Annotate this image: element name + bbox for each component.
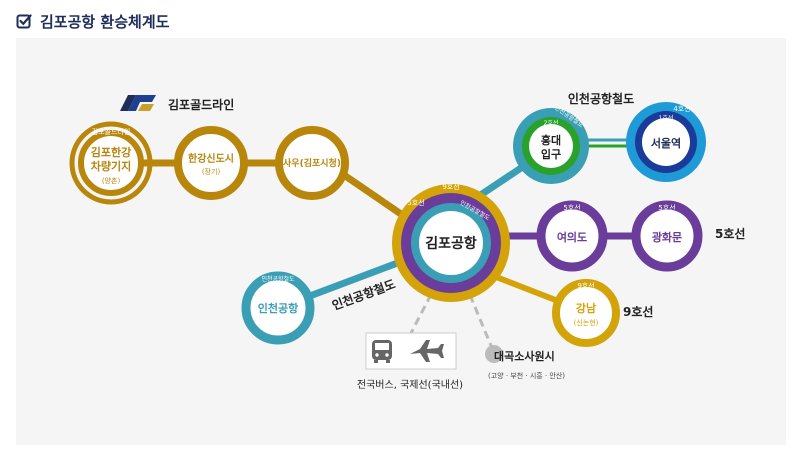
airport-rail-top-label: 인천공항철도 xyxy=(568,91,634,106)
station-daegok[interactable]: 대곡소사원시 (고양 · 부천 · 시흥 · 안산) xyxy=(485,345,565,380)
gimpo-ring-line9: 9호선 xyxy=(442,182,459,191)
seoul-ring-line1: 1호선 xyxy=(659,114,674,122)
gangnam-name: 강남 xyxy=(576,301,596,315)
gimpo-ring-line5: 5호선 xyxy=(407,198,424,207)
incheon-name: 인천공항 xyxy=(258,301,298,315)
bus-icon xyxy=(372,340,392,363)
station-seoul[interactable]: 4호선 1호선 서울역 xyxy=(626,102,706,182)
gangnam-line-label: 9호선 xyxy=(577,281,594,290)
yeouido-line-label: 5호선 xyxy=(563,203,580,212)
station-incheon-airport[interactable]: 인천공항철도 인천공항 xyxy=(241,271,315,345)
station-yangchon-line-label: 김포골드라인 xyxy=(92,127,131,136)
station-gimpo-airport[interactable]: 9호선 5호선 인천공항철도 김포공항 xyxy=(392,182,510,302)
hongdae-name-1: 홍대 xyxy=(541,133,561,147)
incheon-line-label: 인천공항철도 xyxy=(261,275,295,283)
station-janggi-sub: (장기) xyxy=(202,167,221,176)
gold-line-logo-label: 김포골드라인 xyxy=(168,97,234,112)
daegok-name: 대곡소사원시 xyxy=(494,349,555,363)
bus-caption: 전국버스, 국제선(국내선) xyxy=(357,379,463,391)
station-gangnam[interactable]: 9호선 강남 (신논현) xyxy=(552,279,620,347)
station-yangchon-name-1: 김포한강 xyxy=(91,145,131,159)
station-yeouido[interactable]: 5호선 여의도 xyxy=(536,200,608,272)
station-hongdae[interactable]: 인천공항철도 2호선 홍대 입구 xyxy=(513,104,589,184)
line9-right-label: 9호선 xyxy=(623,304,653,319)
seoul-name: 서울역 xyxy=(651,136,681,150)
gimpo-name: 김포공항 xyxy=(425,235,477,252)
daegok-sub: (고양 · 부천 · 시흥 · 안산) xyxy=(488,371,565,380)
station-sau-name: 사우(김포시청) xyxy=(283,157,341,169)
station-sau[interactable]: 사우(김포시청) xyxy=(275,126,349,200)
transport-box xyxy=(365,332,457,370)
gwanghwamun-name: 광화문 xyxy=(652,230,682,244)
gangnam-sub: (신논현) xyxy=(574,318,599,327)
hongdae-name-2: 입구 xyxy=(541,148,561,161)
station-yangchon[interactable]: 김포골드라인 김포한강 차량기지 (양촌) xyxy=(69,121,153,205)
seoul-ring-line4: 4호선 xyxy=(673,104,690,113)
page-title: 김포공항 환승체계도 xyxy=(40,12,170,31)
hongdae-ring-line2: 2호선 xyxy=(544,119,559,127)
checkbox-icon xyxy=(16,14,32,29)
transfer-diagram: 김포골드라인 김포골드라인 김포한강 차량기지 (양촌) 한강신도시 (장기) … xyxy=(69,91,745,391)
station-janggi-name: 한강신도시 xyxy=(188,152,234,165)
station-yangchon-sub: (양촌) xyxy=(102,176,121,185)
station-janggi[interactable]: 한강신도시 (장기) xyxy=(174,126,248,200)
gold-line-logo-icon xyxy=(120,95,156,111)
line5-right-label: 5호선 xyxy=(715,226,745,241)
station-yangchon-name-2: 차량기지 xyxy=(91,159,131,173)
yeouido-name: 여의도 xyxy=(557,230,587,244)
gwanghwamun-line-label: 5호선 xyxy=(658,203,675,212)
airplane-icon xyxy=(410,340,444,362)
page-header: 김포공항 환승체계도 xyxy=(16,8,169,34)
transfer-diagram-panel: 김포골드라인 김포골드라인 김포한강 차량기지 (양촌) 한강신도시 (장기) … xyxy=(16,38,786,445)
station-gwanghwamun[interactable]: 5호선 광화문 xyxy=(631,200,703,272)
